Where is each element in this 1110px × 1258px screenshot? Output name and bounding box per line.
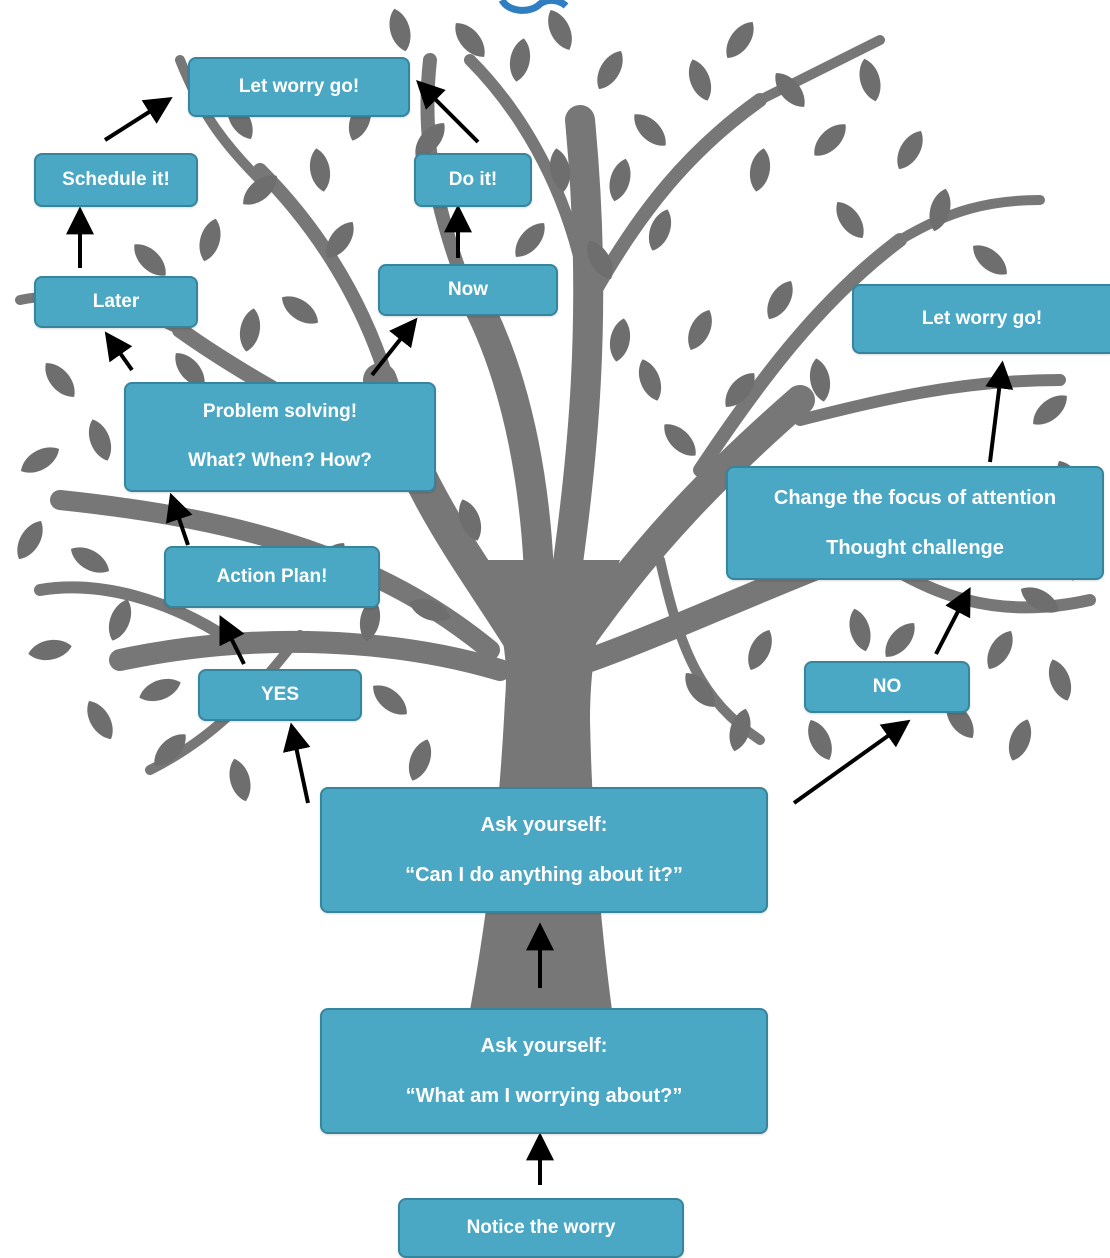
ask-what-line-1: Ask yourself: [480, 1035, 608, 1057]
later-label: Later [92, 290, 140, 312]
no-box: NO [804, 661, 970, 713]
ask-can-box: Ask yourself: “Can I do anything about i… [320, 787, 768, 913]
do-it-box: Do it! [414, 153, 532, 207]
change-focus-box: Change the focus of attention Thought ch… [726, 466, 1104, 580]
let-go-left-label: Let worry go! [238, 75, 360, 97]
schedule-label: Schedule it! [62, 168, 170, 190]
let-go-left-box: Let worry go! [188, 57, 410, 117]
now-box: Now [378, 264, 558, 316]
no-label: NO [872, 675, 902, 697]
let-go-right-box: Let worry go! [852, 284, 1110, 354]
yes-label: YES [260, 683, 300, 705]
now-label: Now [447, 278, 489, 300]
ask-can-line-1: Ask yourself: [480, 814, 608, 836]
arrow-icon [66, 80, 1014, 1185]
problem-solving-line-2: What? When? How? [188, 450, 372, 471]
ask-can-line-2: “Can I do anything about it?” [405, 864, 683, 886]
ask-what-line-2: “What am I worrying about?” [405, 1085, 683, 1107]
notice-worry-box: Notice the worry [398, 1198, 684, 1258]
let-go-right-label: Let worry go! [921, 307, 1043, 329]
schedule-box: Schedule it! [34, 153, 198, 207]
title-fragment-icon [498, 0, 569, 14]
change-focus-line-1: Change the focus of attention [773, 487, 1057, 509]
action-plan-label: Action Plan! [216, 565, 328, 587]
notice-worry-label: Notice the worry [466, 1216, 616, 1238]
change-focus-line-2: Thought challenge [826, 537, 1004, 559]
ask-what-box: Ask yourself: “What am I worrying about?… [320, 1008, 768, 1134]
do-it-label: Do it! [448, 168, 498, 190]
action-plan-box: Action Plan! [164, 546, 380, 608]
problem-solving-box: Problem solving! What? When? How? [124, 382, 436, 492]
later-box: Later [34, 276, 198, 328]
problem-solving-line-1: Problem solving! [202, 401, 358, 423]
yes-box: YES [198, 669, 362, 721]
